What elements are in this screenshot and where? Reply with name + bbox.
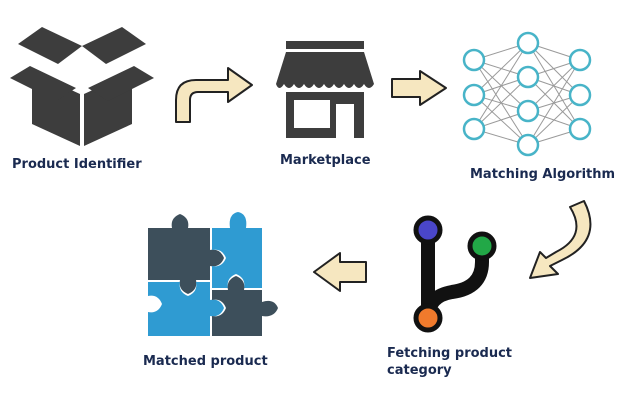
arrow-right xyxy=(391,70,447,106)
storefront-icon xyxy=(276,41,374,138)
label-matched-product: Matched product xyxy=(143,354,268,369)
arrow-left xyxy=(313,252,367,292)
network-connection xyxy=(473,42,529,130)
network-node xyxy=(516,31,540,55)
network-connection xyxy=(473,76,529,130)
network-connection xyxy=(527,94,581,146)
git-branch-icon xyxy=(413,215,497,333)
network-connection xyxy=(527,59,581,146)
curved-arrow-up-right xyxy=(175,67,253,123)
neural-network-icon xyxy=(462,31,592,157)
network-node xyxy=(516,133,540,157)
network-node xyxy=(462,48,486,72)
network-node xyxy=(462,83,486,107)
label-marketplace: Marketplace xyxy=(280,153,371,168)
label-matching-algorithm: Matching Algorithm xyxy=(470,167,616,182)
label-product-identifier: Product Identifier xyxy=(12,157,142,172)
label-fetching-product-category: Fetching product category xyxy=(387,346,513,378)
network-connection xyxy=(527,59,581,112)
network-node xyxy=(462,117,486,141)
network-node xyxy=(568,117,592,141)
curved-arrow-down-left xyxy=(529,200,592,279)
network-node xyxy=(516,65,540,89)
network-node xyxy=(568,83,592,107)
open-box-icon xyxy=(10,27,154,146)
puzzle-pieces-icon xyxy=(148,212,278,336)
network-node xyxy=(568,48,592,72)
network-node xyxy=(516,99,540,123)
network-connection xyxy=(473,42,529,96)
